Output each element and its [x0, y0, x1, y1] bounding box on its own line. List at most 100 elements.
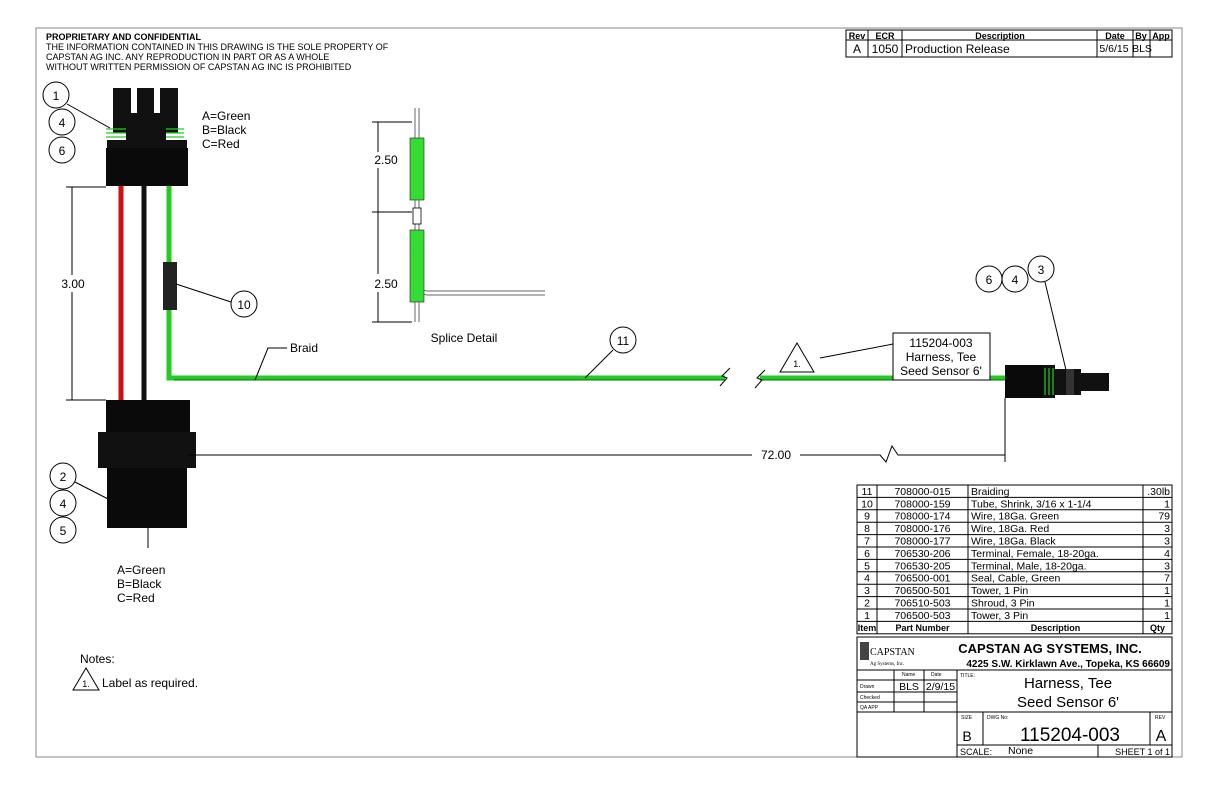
balloon-5: 5 [60, 524, 67, 538]
note-text: Label as required. [102, 676, 198, 690]
dwg-label: DWG No: [987, 715, 1008, 721]
size-label: SIZE [961, 715, 973, 721]
bom-cell: 10 [861, 498, 873, 510]
company-name: CAPSTAN AG SYSTEMS, INC. [958, 641, 1141, 656]
top-connector [106, 88, 188, 186]
bom-cell: 706510-503 [894, 598, 950, 610]
dim-splice-top: 2.50 [374, 153, 398, 167]
balloon-4: 4 [59, 116, 66, 130]
balloon-1: 1 [53, 89, 60, 103]
bom-cell: Tower, 3 Pin [971, 610, 1028, 622]
confidential-line: THE INFORMATION CONTAINED IN THIS DRAWIN… [46, 42, 389, 52]
bom-cell: 708000-176 [894, 523, 950, 535]
bom-cell: 706500-503 [894, 610, 950, 622]
by-header: By [1135, 31, 1147, 41]
bom-cell: 8 [864, 523, 870, 535]
rev-header: Rev [849, 31, 866, 41]
dim-overall: 72.00 [761, 448, 791, 462]
label-line: Harness, Tee [906, 350, 977, 364]
bom-cell: 706530-205 [894, 560, 950, 572]
balloon-3: 3 [1038, 263, 1045, 277]
seal-rings [106, 128, 184, 138]
bom-cell: 3 [1164, 536, 1170, 548]
bom-cell: 708000-177 [894, 536, 950, 548]
bom-cell: Terminal, Female, 18-20ga. [971, 548, 1099, 560]
bom-cell: 1 [1164, 498, 1170, 510]
bom-cell: 708000-159 [894, 498, 950, 510]
bom-cell: Seal, Cable, Green [971, 573, 1060, 585]
pin-label: B=Black [117, 577, 162, 591]
drawn-date: 2/9/15 [926, 681, 955, 693]
pin-label: C=Red [202, 137, 240, 151]
bom-cell: Braiding [971, 486, 1010, 498]
bom-cell: 1 [864, 610, 870, 622]
notes-title: Notes: [80, 652, 115, 666]
scale-value: None [1008, 745, 1033, 757]
bom-cell: 1 [1164, 598, 1170, 610]
bom-cell: 708000-015 [894, 486, 950, 498]
bom-cell: 706530-206 [894, 548, 950, 560]
bom-cell: 79 [1158, 511, 1170, 523]
balloon-11: 11 [617, 334, 630, 348]
checked-label: Checked [860, 695, 880, 701]
bom-cell: 5 [864, 560, 870, 572]
rev-value: A [1156, 728, 1167, 745]
confidential-title: PROPRIETARY AND CONFIDENTIAL [46, 32, 202, 42]
dim-splice-bottom: 2.50 [374, 277, 398, 291]
rev-date: 5/6/15 [1099, 43, 1128, 55]
balloons: 1 4 6 10 2 4 5 11 6 4 3 [42, 81, 1067, 544]
qa-label: QA APP [860, 705, 879, 711]
rev-description: Production Release [905, 42, 1010, 56]
bom-cell: Wire, 18Ga. Green [971, 511, 1059, 523]
bom-cell: 708000-174 [894, 511, 950, 523]
confidential-line: CAPSTAN AG INC. ANY REPRODUCTION IN PART… [46, 52, 329, 62]
balloon-6: 6 [986, 273, 993, 287]
break-marks [719, 367, 766, 389]
name-label: Name [902, 672, 916, 678]
title-block: CAPSTAN Ag Systems, Inc. CAPSTAN AG SYST… [856, 636, 1173, 758]
bom-cell: 1 [1164, 610, 1170, 622]
pin-label: B=Black [202, 123, 247, 137]
capstan-logo [860, 642, 869, 660]
dwg-number: 115204-003 [1020, 725, 1120, 746]
pin-label: A=Green [117, 563, 165, 577]
bom-cell: Shroud, 3 Pin [971, 598, 1035, 610]
ecr-value: 1050 [872, 42, 899, 56]
bom-cell: Tower, 1 Pin [971, 585, 1028, 597]
date-header: Date [1105, 31, 1125, 41]
right-connector [1005, 365, 1109, 398]
title-label: TITLE: [960, 673, 975, 679]
note-flag: 1. [793, 359, 801, 369]
bottom-connector [98, 400, 196, 528]
drawn-label: Drawn [860, 684, 875, 690]
balloon-10: 10 [237, 298, 251, 312]
bom-cell: 4 [864, 573, 870, 585]
bom-cell: 1 [1164, 585, 1170, 597]
dimension-wire-length: 3.00 [61, 186, 106, 401]
note-flag-triangle [779, 342, 815, 373]
bom-cell: Wire, 18Ga. Red [971, 523, 1049, 535]
green-wire [166, 186, 725, 381]
date-label: Date [931, 672, 942, 678]
sheet-number: SHEET 1 of 1 [1115, 747, 1170, 757]
bom-row: 1 706500-503 Tower, 3 Pin 1 [864, 610, 1170, 622]
balloon-2: 2 [60, 470, 67, 484]
revision-table: Rev ECR Description Date By App A 1050 P… [845, 29, 1173, 58]
bom-cell: 706500-501 [894, 585, 950, 597]
label-line: Seed Sensor 6' [900, 364, 982, 378]
bom-cell: .30lb [1147, 486, 1170, 498]
bom-header: Description [1031, 623, 1081, 633]
rev-by: BLS [1132, 43, 1152, 55]
harness-label: 115204-003 Harness, Tee Seed Sensor 6' 1… [779, 332, 991, 381]
company-address: 4225 S.W. Kirklawn Ave., Topeka, KS 6660… [966, 659, 1170, 670]
balloon-4: 4 [60, 497, 67, 511]
